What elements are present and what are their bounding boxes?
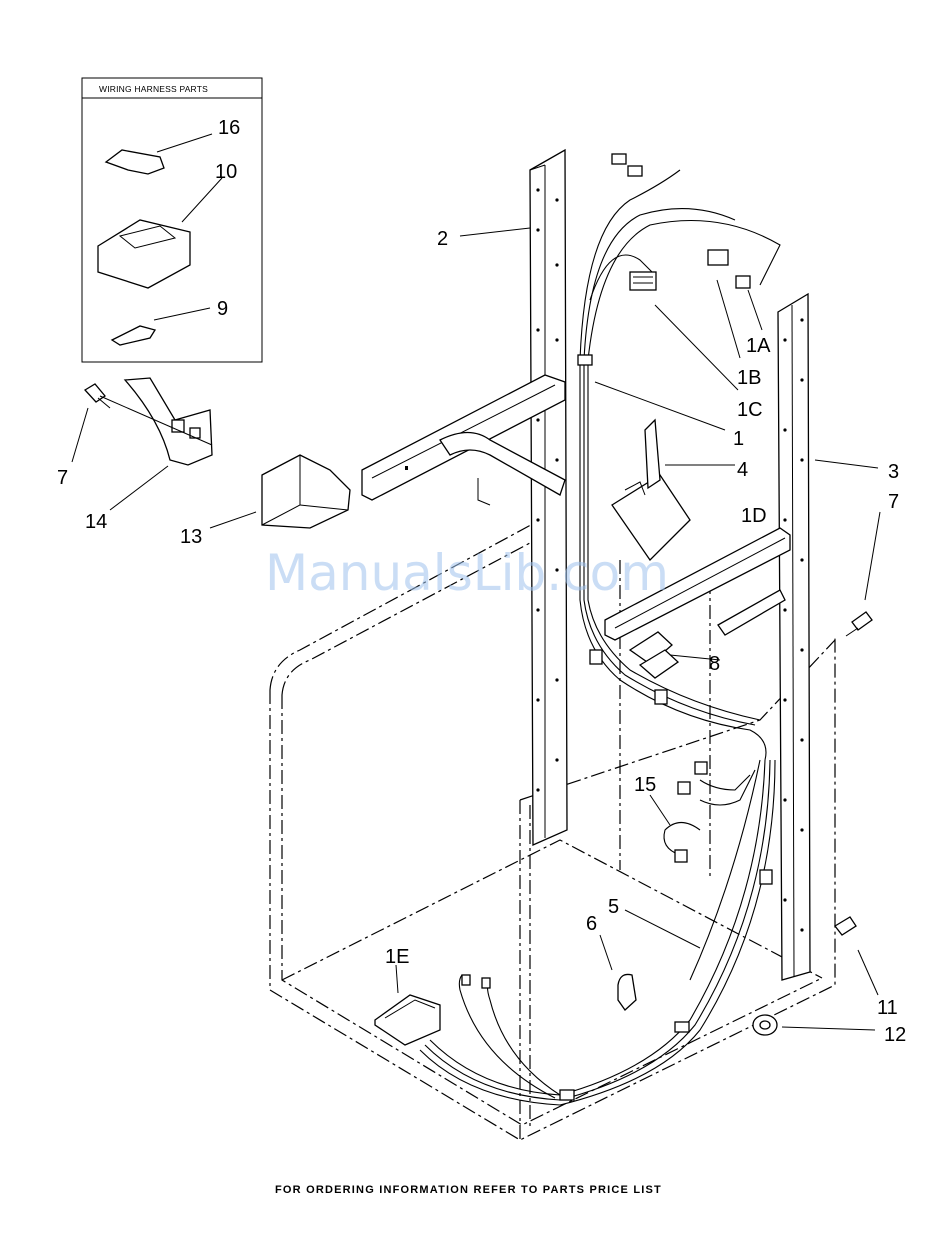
nut-12 xyxy=(753,1015,777,1035)
part-13-bracket xyxy=(262,455,350,528)
callout-8: 8 xyxy=(709,653,720,675)
screw-11 xyxy=(835,917,856,935)
callout-1b: 1B xyxy=(737,367,761,389)
callout-1e: 1E xyxy=(385,946,409,968)
footer-note: FOR ORDERING INFORMATION REFER TO PARTS … xyxy=(275,1184,662,1196)
harness-connectors xyxy=(612,154,750,794)
inset-title: WIRING HARNESS PARTS xyxy=(99,84,208,94)
callout-6: 6 xyxy=(586,913,597,935)
callout-13: 13 xyxy=(180,526,202,548)
screw-7-right xyxy=(846,612,872,636)
callout-1: 1 xyxy=(733,428,744,450)
callout-15: 15 xyxy=(634,774,656,796)
callout-10: 10 xyxy=(215,161,237,183)
callout-11: 11 xyxy=(877,997,898,1019)
part-4-bracket xyxy=(612,420,690,560)
screw-7-left xyxy=(85,384,110,408)
callout-3: 3 xyxy=(888,461,899,483)
left-channel xyxy=(530,150,567,845)
callout-9: 9 xyxy=(217,298,228,320)
watermark: ManualsLib.com xyxy=(265,544,669,602)
callout-2: 2 xyxy=(437,228,448,250)
part-14-bracket xyxy=(125,378,212,465)
callout-5: 5 xyxy=(608,896,619,918)
callout-7-left: 7 xyxy=(57,467,68,489)
part-1e-block xyxy=(375,975,490,1045)
callout-12: 12 xyxy=(884,1024,906,1046)
callout-7-right: 7 xyxy=(888,491,899,513)
callout-1d: 1D xyxy=(741,505,767,527)
callout-16: 16 xyxy=(218,117,240,139)
part-6-clip xyxy=(618,974,636,1010)
part-15-clamp xyxy=(664,823,700,863)
callout-1a: 1A xyxy=(746,335,771,357)
right-channel xyxy=(778,294,810,980)
callout-4: 4 xyxy=(737,459,748,481)
callout-14: 14 xyxy=(85,511,107,533)
callout-1c: 1C xyxy=(737,399,763,421)
